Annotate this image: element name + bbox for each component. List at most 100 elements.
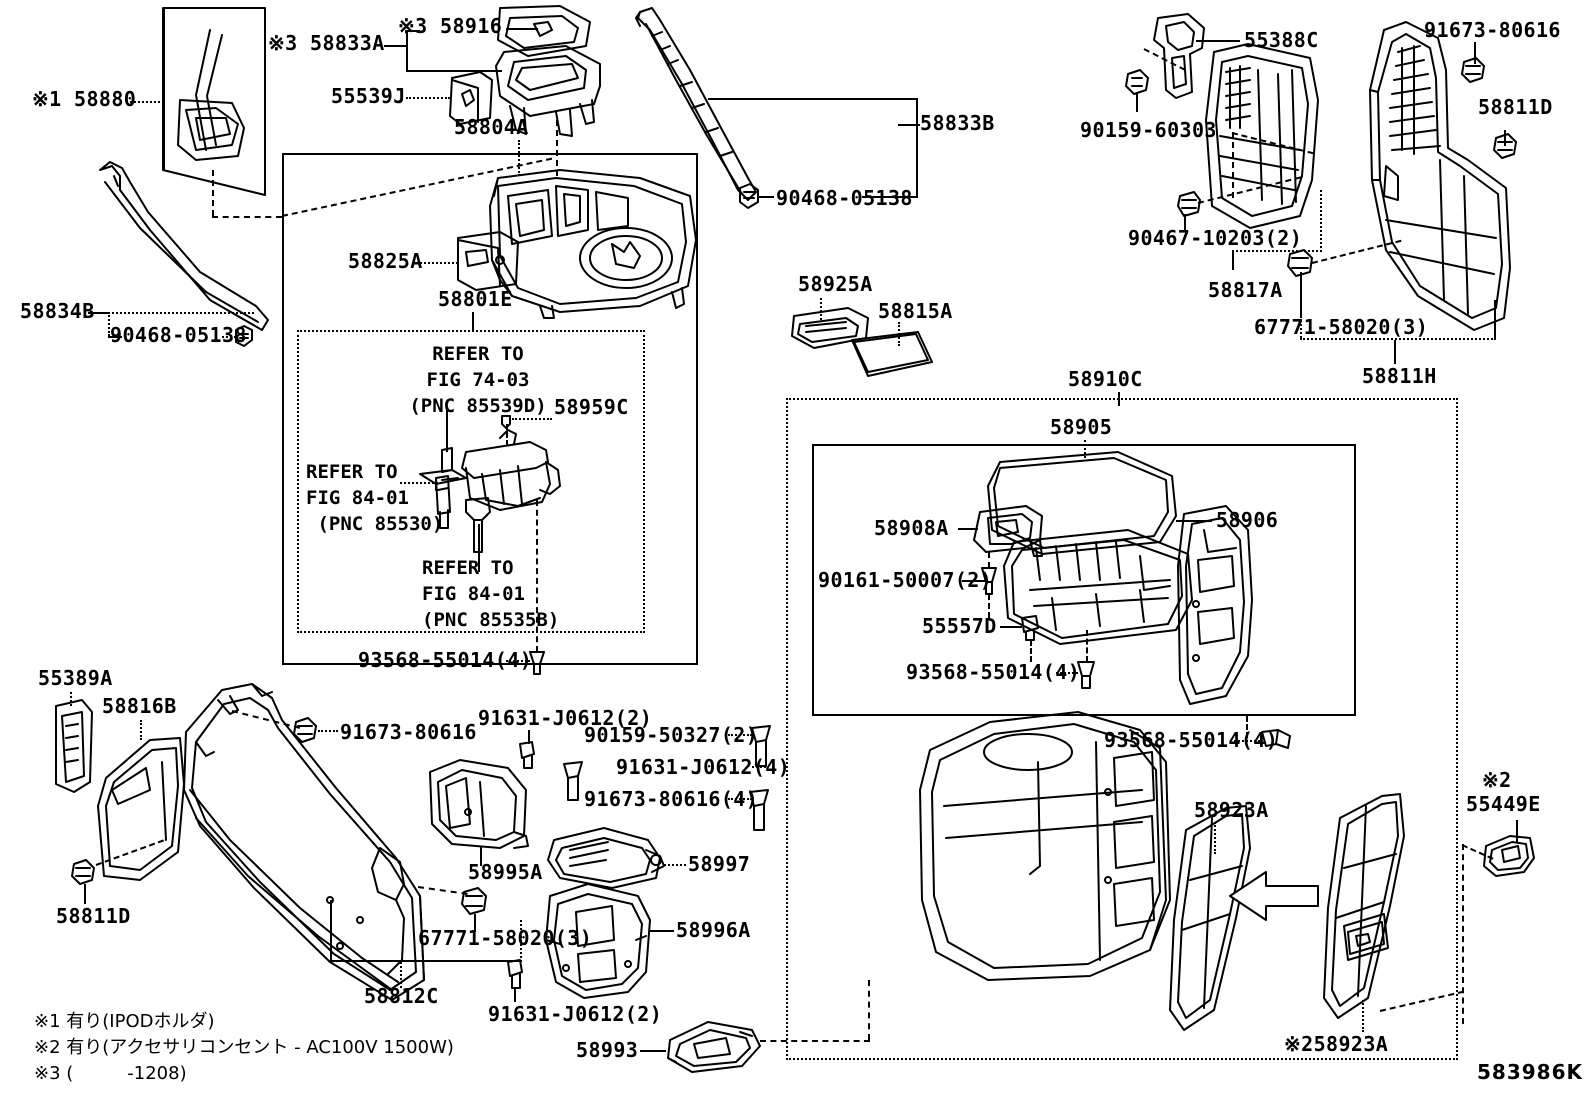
- label-90468-top: 90468-05138: [776, 186, 913, 210]
- leader-90161: [962, 580, 986, 582]
- leader-90159-60303: [1136, 92, 1138, 112]
- footnote-1: ※1 有り(IPODホルダ): [34, 1011, 215, 1032]
- leader-91631-4: [752, 766, 766, 768]
- dash-55449E-v: [1462, 844, 1464, 1024]
- label-58910C: 58910C: [1068, 367, 1143, 391]
- label-58811D-bottom: 58811D: [56, 904, 131, 928]
- dash-58993: [868, 980, 870, 1040]
- label-58997: 58997: [688, 852, 751, 876]
- bracket-58811H-r: [1494, 300, 1496, 338]
- dash-55449E: [1461, 844, 1494, 860]
- label-91631-J0612-4: 91631-J0612(4): [616, 755, 791, 779]
- label-58925A: 58925A: [798, 272, 873, 296]
- bracket-58834B-bot: [108, 336, 122, 338]
- leader-58959C: [512, 418, 552, 420]
- leader-90468-left: [222, 336, 236, 338]
- bracket-58834B-top: [108, 312, 254, 314]
- dash-93568-right: [1246, 716, 1248, 738]
- bracket-58812C-v: [400, 962, 402, 988]
- leader-58906: [1176, 520, 1212, 522]
- label-58815A: 58815A: [878, 299, 953, 323]
- bracket-58833A-top: [406, 30, 420, 32]
- leader-55449E: [1516, 820, 1518, 842]
- leader-58997: [664, 864, 686, 866]
- leader-fig84-left: [400, 482, 438, 484]
- dash-58811D-bot: [95, 839, 164, 866]
- dash-58908A: [988, 552, 990, 568]
- dash-90161: [988, 594, 990, 618]
- ref-fig-84-01-left: REFER TO FIG 84-01 (PNC 85530): [306, 461, 444, 536]
- leader-58825A: [412, 262, 458, 264]
- leader-58880-v: [163, 8, 165, 170]
- label-58801E: 58801E: [438, 287, 513, 311]
- leader-58908A-line: [958, 528, 978, 530]
- leader-58923A-star: [1362, 1000, 1364, 1032]
- group-box-58801E: [282, 153, 698, 665]
- footnote-2: ※2 有り(アクセサリコンセント - AC100V 1500W): [34, 1037, 454, 1058]
- label-90161-50007: 90161-50007(2): [818, 568, 993, 592]
- leader-58995A: [480, 846, 482, 866]
- dash-67771-top: [1311, 239, 1402, 264]
- leader-58811D-top: [1504, 130, 1506, 146]
- leader-58816B: [140, 720, 142, 740]
- leader-fig84-bottom: [478, 524, 480, 572]
- bracket-58817A-r: [1320, 190, 1322, 252]
- label-58817A: 58817A: [1208, 278, 1283, 302]
- label-67771-58020-bottom: 67771-58020(3): [418, 926, 593, 950]
- dash-58993-h: [760, 1040, 870, 1042]
- label-91673-80616-left: 91673-80616: [340, 720, 477, 744]
- leader-90467: [1184, 214, 1186, 230]
- label-93568-inner: 93568-55014(4): [358, 648, 533, 672]
- label-55389A: 55389A: [38, 666, 113, 690]
- label-58834B: 58834B: [20, 299, 95, 323]
- dash-55557D: [1030, 640, 1032, 662]
- dash-67771-bot: [417, 886, 468, 895]
- ref-fig-84-01-bottom: REFER TO FIG 84-01 (PNC 85535B): [422, 557, 560, 632]
- bracket-58811H-v: [1394, 340, 1396, 364]
- label-91673-80616-top: 91673-80616: [1424, 18, 1561, 42]
- dash-90467: [1197, 176, 1302, 204]
- label-58833A: ※3 58833A: [268, 31, 385, 55]
- label-55449E: 55449E: [1466, 792, 1541, 816]
- label-58905: 58905: [1050, 415, 1113, 439]
- label-58812C: 58812C: [364, 984, 439, 1008]
- dash-93568-inner: [536, 500, 538, 652]
- label-58811D-top: 58811D: [1478, 95, 1553, 119]
- label-93568-55014-mid: 93568-55014(4): [906, 660, 1081, 684]
- dash-90467-h2: [1231, 132, 1314, 155]
- bracket-58811H-l: [1300, 316, 1302, 338]
- leader-58804A: [518, 140, 520, 176]
- label-55557D: 55557D: [922, 614, 997, 638]
- bracket-58833B-bot: [862, 196, 918, 198]
- leader-91631-2a: [528, 730, 530, 744]
- group-box-58910C: [786, 398, 1458, 1060]
- label-58811H: 58811H: [1362, 364, 1437, 388]
- label-58825A: 58825A: [348, 249, 423, 273]
- ref-fig-74-03: REFER TO FIG 74-03 (PNC 85539D): [409, 343, 547, 418]
- leader-67771-bot: [474, 914, 476, 932]
- label-58804A: 58804A: [454, 115, 529, 139]
- dash-58880: [212, 170, 214, 216]
- label-58833B: 58833B: [920, 111, 995, 135]
- label-55539J: 55539J: [331, 84, 406, 108]
- leader-58925A: [820, 298, 822, 320]
- bracket-58833A-v: [406, 30, 408, 72]
- leader-58910C: [1118, 392, 1120, 406]
- label-90159-50327: 90159-50327(2): [584, 723, 759, 747]
- dash-91673-left: [231, 710, 301, 729]
- leader-91673-4: [728, 798, 752, 800]
- leader-58811D-bot: [84, 884, 86, 904]
- leader-55557D: [1000, 626, 1022, 628]
- label-58880: ※1 58880: [32, 87, 137, 111]
- leader-58923A: [1214, 822, 1216, 854]
- leader-58880: [126, 101, 164, 103]
- label-90468-left: 90468-05138: [110, 323, 247, 347]
- label-55449E-star: ※2: [1482, 768, 1512, 792]
- label-58906: 58906: [1216, 508, 1279, 532]
- bracket-58817A-v: [1232, 252, 1234, 270]
- bracket-58833B-top: [708, 98, 918, 100]
- leader-90159-50327: [728, 734, 752, 736]
- leader-91673-left: [318, 730, 338, 732]
- bracket-58833B-v: [916, 98, 918, 198]
- bracket-58833A-bot: [406, 70, 502, 72]
